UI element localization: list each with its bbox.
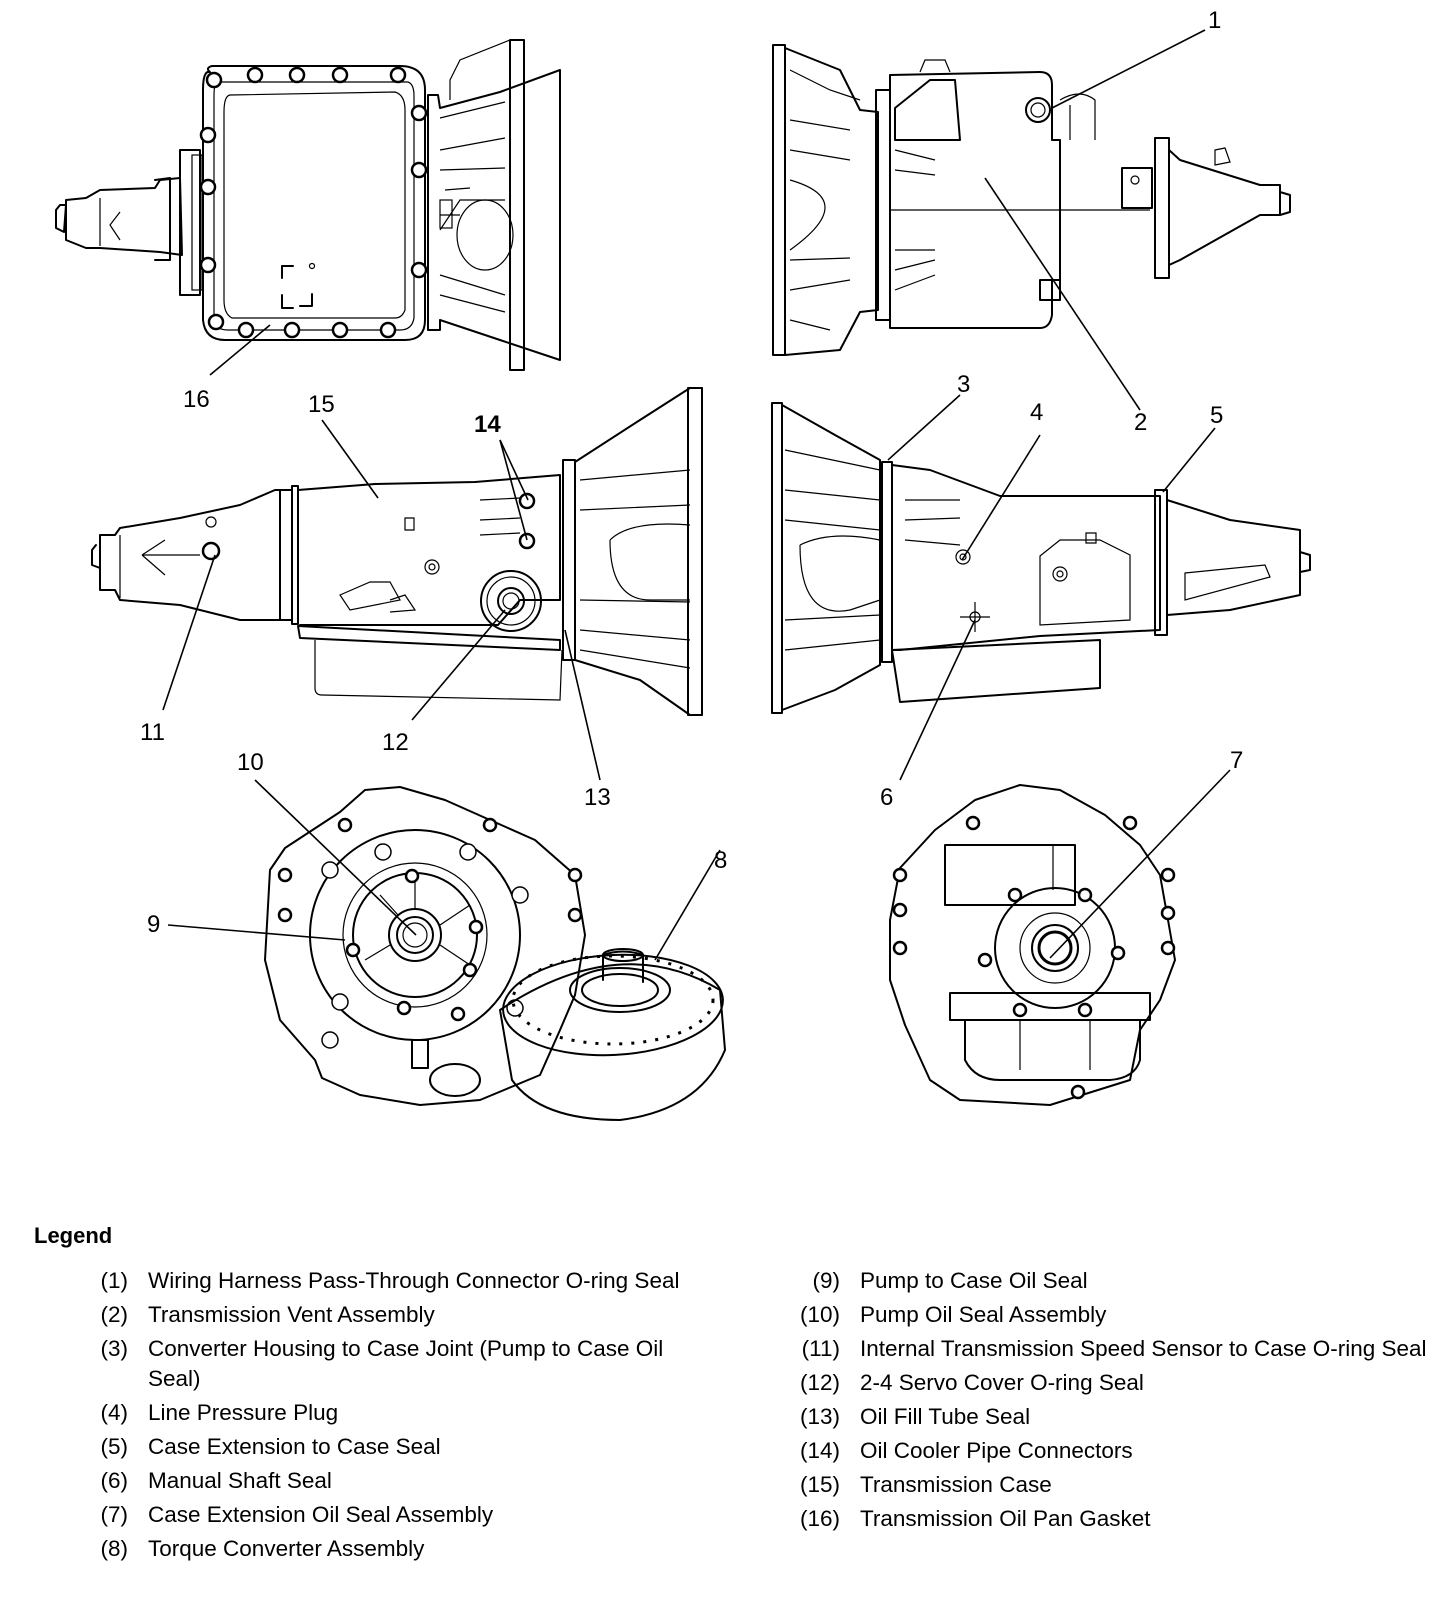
legend-item: (4) Line Pressure Plug xyxy=(92,1398,712,1428)
transmission-diagram: 1 2 3 4 5 6 7 8 9 10 11 12 13 14 15 16 xyxy=(55,7,1311,1121)
legend-text: Transmission Vent Assembly xyxy=(148,1302,435,1327)
legend-item: (11) Internal Transmission Speed Sensor t… xyxy=(780,1334,1456,1364)
leader-1 xyxy=(1051,29,1206,109)
legend-item: (8) Torque Converter Assembly xyxy=(92,1534,712,1564)
legend-number: (13) xyxy=(799,1404,840,1429)
legend-column-right: (9) Pump to Case Oil Seal (10) Pump Oil Se… xyxy=(780,1266,1456,1538)
legend-text: Wiring Harness Pass-Through Connector O-… xyxy=(148,1268,680,1293)
top-view-drawing xyxy=(772,44,1291,356)
leader-2 xyxy=(984,177,1141,411)
leader-3 xyxy=(887,394,961,461)
legend-item: (13) Oil Fill Tube Seal xyxy=(780,1402,1456,1432)
legend-text: Internal Transmission Speed Sensor to Ca… xyxy=(860,1336,1427,1361)
front-view-drawing xyxy=(264,786,726,1121)
legend-text: Oil Cooler Pipe Connectors xyxy=(860,1438,1133,1463)
legend-number: (8) xyxy=(100,1536,129,1561)
legend-item: (5) Case Extension to Case Seal xyxy=(92,1432,712,1462)
legend-text: Transmission Oil Pan Gasket xyxy=(860,1506,1151,1531)
legend-number: (7) xyxy=(100,1502,129,1527)
callout-3: 3 xyxy=(957,371,970,398)
legend-text: Line Pressure Plug xyxy=(148,1400,339,1425)
callout-8: 8 xyxy=(714,847,727,874)
legend-text: Case Extension to Case Seal xyxy=(148,1434,441,1459)
legend-item: (12) 2-4 Servo Cover O-ring Seal xyxy=(780,1368,1456,1398)
callout-12: 12 xyxy=(382,729,409,756)
legend-title: Legend xyxy=(34,1223,113,1248)
callout-1: 1 xyxy=(1208,7,1221,34)
legend-number: (12) xyxy=(799,1370,840,1395)
callout-6: 6 xyxy=(880,784,893,811)
leader-5 xyxy=(1162,427,1216,493)
callout-10: 10 xyxy=(237,749,264,776)
leader-14a xyxy=(499,439,529,501)
legend-number: (10) xyxy=(799,1302,840,1327)
legend-number: (9) xyxy=(812,1268,841,1293)
callout-15: 15 xyxy=(308,391,335,418)
legend-text: Transmission Case xyxy=(860,1472,1052,1497)
legend-text: Case Extension Oil Seal Assembly xyxy=(148,1502,494,1527)
legend-text: 2-4 Servo Cover O-ring Seal xyxy=(860,1370,1144,1395)
leader-11 xyxy=(162,554,216,711)
legend-number: (4) xyxy=(100,1400,129,1425)
leader-13 xyxy=(564,629,601,781)
callout-11: 11 xyxy=(140,719,165,746)
leader-9 xyxy=(167,924,346,941)
callout-14: 14 xyxy=(474,411,501,438)
legend-text: Torque Converter Assembly xyxy=(148,1536,425,1561)
callout-16: 16 xyxy=(183,386,210,413)
legend-column-left: (1) Wiring Harness Pass-Through Connector… xyxy=(92,1266,712,1568)
leader-8 xyxy=(654,849,721,961)
right-side-view-drawing xyxy=(771,402,1311,714)
leader-12 xyxy=(411,609,506,721)
leader-14b xyxy=(499,439,528,541)
legend-text: Converter Housing to Case Joint (Pump to… xyxy=(148,1336,664,1391)
legend-text: Manual Shaft Seal xyxy=(148,1468,332,1493)
callout-4: 4 xyxy=(1030,399,1043,426)
callout-labels: 1 2 3 4 5 6 7 8 9 10 11 12 13 14 15 16 xyxy=(140,7,1243,938)
legend-number: (5) xyxy=(100,1434,129,1459)
legend-item: (2) Transmission Vent Assembly xyxy=(92,1300,712,1330)
leader-16 xyxy=(209,324,271,376)
legend-item: (15) Transmission Case xyxy=(780,1470,1456,1500)
legend-item: (6) Manual Shaft Seal xyxy=(92,1466,712,1496)
legend-item: (3) Converter Housing to Case Joint (Pump… xyxy=(92,1334,712,1394)
bottom-view-drawing xyxy=(55,39,561,371)
left-side-view-drawing xyxy=(91,387,703,716)
leader-15 xyxy=(321,419,379,499)
leader-lines xyxy=(162,29,1231,961)
legend-number: (14) xyxy=(799,1438,840,1463)
legend-item: (14) Oil Cooler Pipe Connectors xyxy=(780,1436,1456,1466)
legend-number: (11) xyxy=(801,1336,840,1361)
callout-2: 2 xyxy=(1134,409,1147,436)
leader-6 xyxy=(899,619,976,781)
legend-number: (3) xyxy=(100,1336,129,1361)
legend-number: (2) xyxy=(100,1302,129,1327)
callout-5: 5 xyxy=(1210,402,1223,429)
callout-7: 7 xyxy=(1230,747,1243,774)
legend-number: (16) xyxy=(799,1506,840,1531)
leader-4 xyxy=(961,434,1041,561)
legend-text: Pump Oil Seal Assembly xyxy=(860,1302,1107,1327)
legend-text: Pump to Case Oil Seal xyxy=(860,1268,1088,1293)
rear-view-drawing xyxy=(889,784,1176,1106)
legend-number: (1) xyxy=(100,1268,129,1293)
leader-10 xyxy=(254,779,417,936)
legend-number: (6) xyxy=(100,1468,129,1493)
legend-item: (9) Pump to Case Oil Seal xyxy=(780,1266,1456,1296)
legend-item: (10) Pump Oil Seal Assembly xyxy=(780,1300,1456,1330)
legend-item: (7) Case Extension Oil Seal Assembly xyxy=(92,1500,712,1530)
legend-number: (15) xyxy=(799,1472,840,1497)
leader-7 xyxy=(1049,769,1231,959)
legend-item: (16) Transmission Oil Pan Gasket xyxy=(780,1504,1456,1534)
legend-item: (1) Wiring Harness Pass-Through Connector… xyxy=(92,1266,712,1296)
legend-text: Oil Fill Tube Seal xyxy=(860,1404,1031,1429)
callout-13: 13 xyxy=(584,784,611,811)
callout-9: 9 xyxy=(147,911,160,938)
